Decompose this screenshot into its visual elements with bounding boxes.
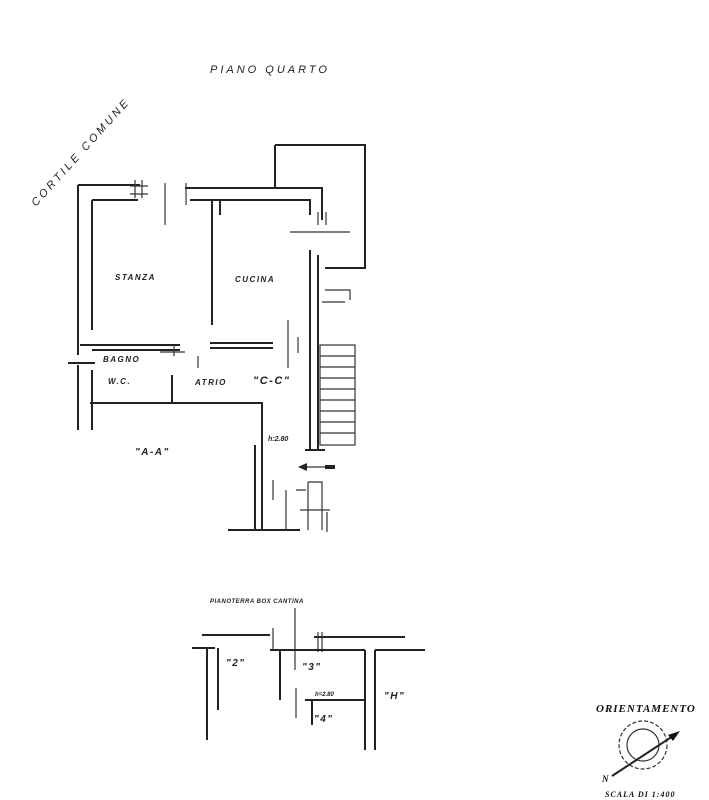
- box-h-label: "H": [384, 691, 405, 702]
- room-stanza: STANZA: [115, 273, 156, 282]
- room-wc: W.C.: [108, 377, 131, 386]
- ceiling-height: h:2.80: [268, 436, 288, 443]
- orientation-label: ORIENTAMENTO: [596, 703, 696, 715]
- ground-height: h=2.80: [315, 692, 335, 698]
- scale-label: SCALA DI 1:400: [605, 790, 675, 799]
- ground-floor-walls: [192, 608, 425, 750]
- staircase: [319, 344, 356, 446]
- room-aa: "A-A": [135, 447, 170, 458]
- upper-floor-walls: [68, 144, 366, 532]
- box-2-label: "2": [226, 658, 246, 669]
- ground-floor-title: PIANOTERRA BOX CANTINA: [210, 599, 304, 605]
- box-4-label: "4": [314, 714, 334, 725]
- courtyard-label: CORTILE COMUNE: [29, 96, 133, 209]
- room-cucina: CUCINA: [235, 275, 275, 284]
- entrance-arrow: [298, 463, 335, 471]
- room-cc: "C-C": [253, 375, 290, 387]
- north-label: N: [601, 774, 610, 784]
- plan-title: PIANO QUARTO: [210, 64, 330, 76]
- room-bagno: BAGNO: [103, 355, 140, 364]
- compass-rose: [611, 720, 680, 777]
- room-atrio: ATRIO: [194, 378, 227, 387]
- box-3-label: "3": [302, 662, 322, 673]
